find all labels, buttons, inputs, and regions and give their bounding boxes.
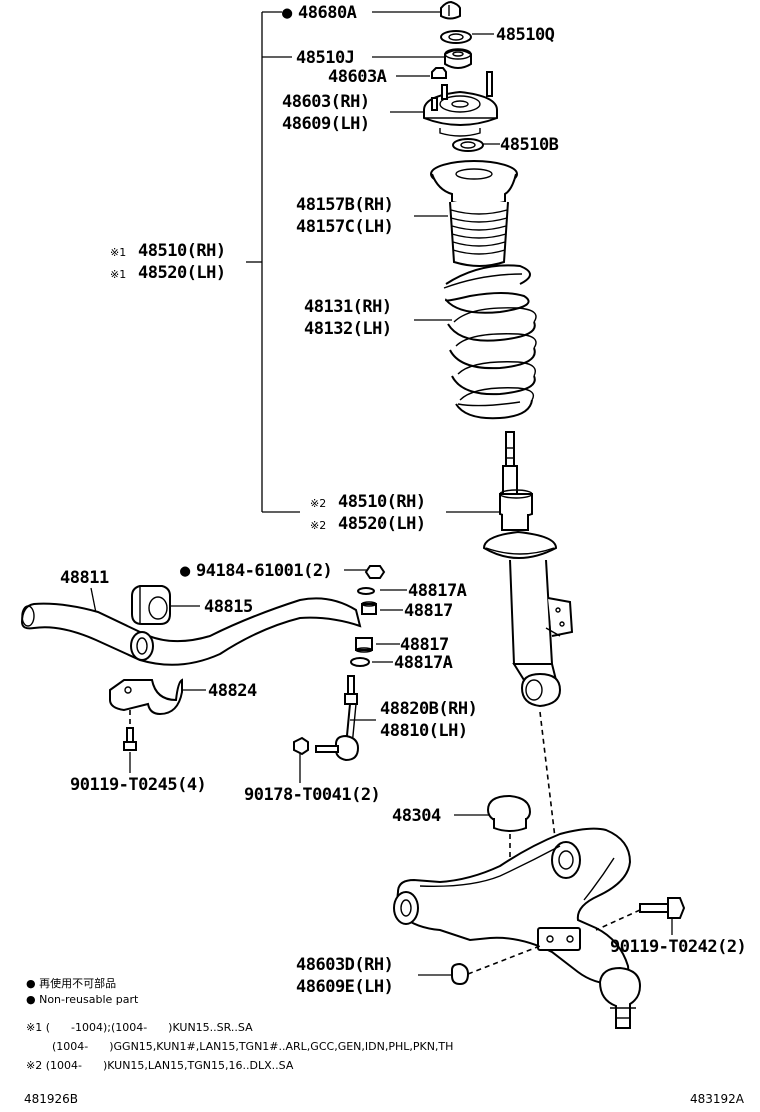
- bushing-on-bar: [130, 631, 154, 661]
- label-48603D: 48603D(RH): [296, 955, 393, 975]
- washer-48510Q: [440, 30, 472, 44]
- label-48510-rh-shock: 48510(RH): [338, 492, 426, 512]
- label-48510-rh-assy: 48510(RH): [138, 241, 226, 261]
- label-48820B: 48820B(RH): [380, 699, 477, 719]
- ref-mark-1a: ※1: [110, 246, 126, 259]
- cushion-48817A-upper: [357, 587, 375, 595]
- label-48157B: 48157B(RH): [296, 195, 393, 215]
- bearing-48510B: [452, 138, 484, 152]
- bushing-48815: [131, 585, 171, 625]
- label-48811: 48811: [60, 568, 109, 588]
- label-90119-T0245: 90119-T0245(4): [70, 775, 206, 795]
- label-48603-rh: 48603(RH): [282, 92, 370, 112]
- coil-spring-48131: [443, 264, 537, 420]
- ref-mark-2a: ※2: [310, 497, 326, 510]
- stabilizer-bar-48811: [20, 597, 362, 666]
- label-48520-lh-shock: 48520(LH): [338, 514, 426, 534]
- bracket-48824: [109, 678, 183, 740]
- nut-90178: [293, 736, 309, 756]
- label-48510Q: 48510Q: [496, 25, 555, 45]
- cushion-48817A-lower: [350, 657, 370, 667]
- ref-mark-1b: ※1: [110, 268, 126, 281]
- footnote-2: ※2 (1004- )KUN15,LAN15,TGN15,16..DLX..SA: [26, 1059, 294, 1072]
- non-reusable-mark-2: ●: [180, 561, 191, 581]
- cushion-48817-lower: [355, 637, 373, 653]
- bolt-90119-T0245: [123, 727, 137, 751]
- nut-48680A: [440, 0, 461, 20]
- lower-arm: [393, 827, 642, 1029]
- illustration-code-left: 481926B: [24, 1092, 78, 1106]
- non-reusable-mark: ●: [282, 3, 293, 23]
- leader-lines: [90, 11, 673, 976]
- cushion-48817-upper: [361, 601, 377, 615]
- label-48817A-upper: 48817A: [408, 581, 467, 601]
- ball-joint-48304: [486, 794, 549, 910]
- label-48520-lh-assy: 48520(LH): [138, 263, 226, 283]
- label-48810: 48810(LH): [380, 721, 468, 741]
- stabilizer-link-48820B: [315, 675, 360, 762]
- label-48157C: 48157C(LH): [296, 217, 393, 237]
- dust-boot-48157: [430, 160, 518, 267]
- label-48304: 48304: [392, 806, 441, 826]
- label-48824: 48824: [208, 681, 257, 701]
- legend-jp: ● 再使用不可部品: [26, 976, 116, 990]
- label-90119-T0242: 90119-T0242(2): [610, 937, 746, 957]
- bushing-48603D: [451, 945, 541, 986]
- label-48680A: 48680A: [298, 3, 357, 23]
- label-48817A-lower: 48817A: [394, 653, 453, 673]
- bushing-48510J: [444, 48, 472, 69]
- nut-48603A: [431, 67, 447, 79]
- label-48603A: 48603A: [328, 67, 387, 87]
- legend-en: ● Non-reusable part: [26, 993, 139, 1006]
- illustration-code-right: 483192A: [690, 1092, 745, 1106]
- label-48817-lower: 48817: [400, 635, 449, 655]
- label-48132: 48132(LH): [304, 319, 392, 339]
- footnote-1b: (1004- )GGN15,KUN1#,LAN15,TGN1#..ARL,GCC…: [52, 1040, 453, 1053]
- label-48815: 48815: [204, 597, 253, 617]
- label-94184: 94184-61001(2): [196, 561, 332, 581]
- label-48609E: 48609E(LH): [296, 977, 393, 997]
- bolt-90119-T0242: [595, 897, 686, 931]
- footnote-1: ※1 ( -1004);(1004- )KUN15..SR..SA: [26, 1021, 253, 1034]
- nut-94184: [364, 565, 386, 579]
- ref-mark-2b: ※2: [310, 519, 326, 532]
- label-48131: 48131(RH): [304, 297, 392, 317]
- label-48510J: 48510J: [296, 48, 354, 68]
- label-90178-T0041: 90178-T0041(2): [244, 785, 380, 805]
- shock-absorber-48510: [482, 431, 574, 708]
- label-48510B: 48510B: [500, 135, 559, 155]
- label-48609-lh: 48609(LH): [282, 114, 370, 134]
- label-48817-upper: 48817: [404, 601, 453, 621]
- strut-mount-48603: [423, 71, 498, 137]
